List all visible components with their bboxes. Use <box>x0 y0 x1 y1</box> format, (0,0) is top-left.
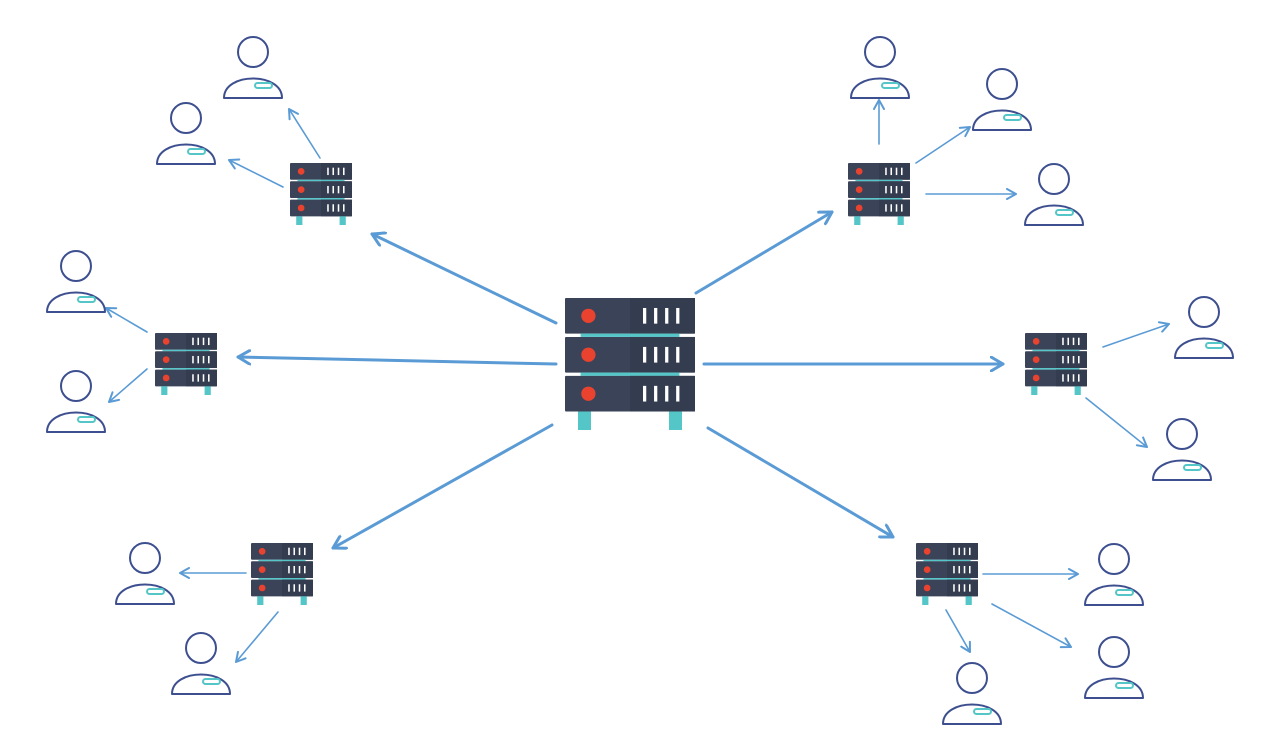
user-icon-bl-1 <box>115 542 175 605</box>
link-l-user2-arrow <box>108 368 148 403</box>
link-r-user2-arrow <box>1085 397 1148 448</box>
edge-server-top-left-icon <box>290 163 352 225</box>
user-icon-tr-3 <box>1024 163 1084 226</box>
user-icon-tl-2 <box>156 102 216 165</box>
user-icon-br-3 <box>942 662 1002 725</box>
link-origin-bottom-right-arrow <box>706 426 895 539</box>
user-icon-br-2 <box>1084 636 1144 699</box>
edge-server-right-icon <box>1025 333 1087 395</box>
edge-server-bottom-right-icon <box>916 543 978 605</box>
edge-server-top-right-icon <box>848 163 910 225</box>
link-l-user1-arrow <box>105 307 148 333</box>
edge-server-left-icon <box>155 333 217 395</box>
user-icon-br-1 <box>1084 543 1144 606</box>
link-br-user3-arrow <box>945 609 971 653</box>
links-layer <box>105 99 1170 663</box>
user-icon-l-2 <box>46 370 106 433</box>
edge-server-bottom-left-icon <box>251 543 313 605</box>
link-origin-left-arrow <box>236 357 558 366</box>
nodes-layer <box>46 36 1234 725</box>
link-tr-user2-arrow <box>915 126 971 164</box>
link-bl-user2-arrow <box>235 611 279 663</box>
user-icon-tr-1 <box>850 36 910 99</box>
user-icon-bl-2 <box>171 632 231 695</box>
origin-server-icon <box>565 298 695 430</box>
user-icon-tr-2 <box>972 68 1032 131</box>
user-icon-r-1 <box>1174 296 1234 359</box>
user-icon-l-1 <box>46 250 106 313</box>
link-r-user1-arrow <box>1102 321 1170 348</box>
user-icon-tl-1 <box>223 36 283 99</box>
link-tl-user1-arrow <box>288 108 321 159</box>
link-br-user2-arrow <box>991 603 1072 649</box>
link-origin-top-right-arrow <box>694 210 834 295</box>
user-icon-r-2 <box>1152 418 1212 481</box>
link-origin-top-left-arrow <box>370 234 558 325</box>
link-tl-user2-arrow <box>228 158 284 188</box>
link-origin-bottom-left-arrow <box>331 423 554 548</box>
